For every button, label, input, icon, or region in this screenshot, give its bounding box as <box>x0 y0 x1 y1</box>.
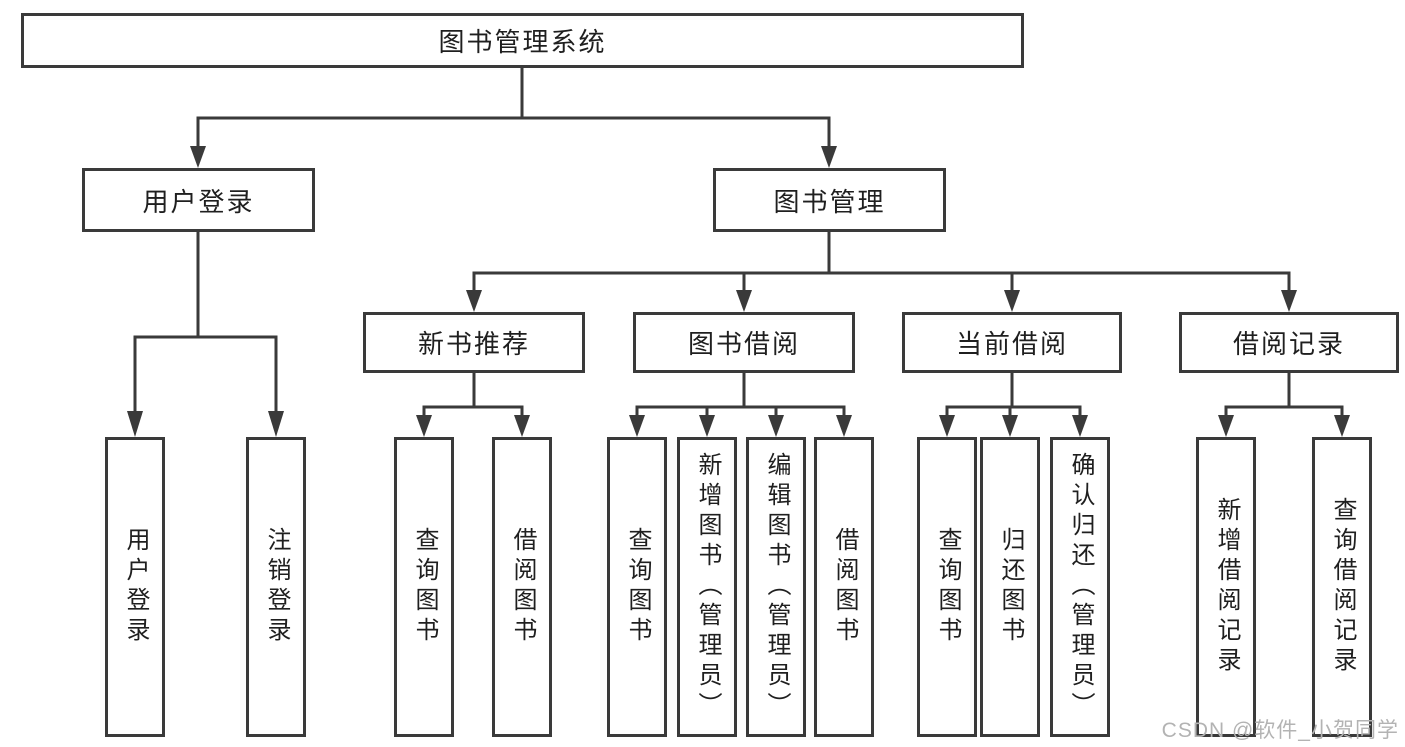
leaf-cb-return-books: 归还图书 <box>980 437 1040 737</box>
arrow-icon <box>416 415 432 437</box>
leaf-cb-query-books: 查询图书 <box>917 437 977 737</box>
arrow-icon <box>1072 415 1088 437</box>
arrow-icon <box>939 415 955 437</box>
leaf-br-add-record: 新增借阅记录 <box>1196 437 1256 737</box>
leaf-logout-login: 注销登录 <box>246 437 306 737</box>
arrow-icon <box>1002 415 1018 437</box>
arrow-icon <box>466 290 482 312</box>
watermark: CSDN @软件_小贺同学 <box>1161 719 1399 742</box>
leaf-bb-query-books: 查询图书 <box>607 437 667 737</box>
arrow-icon <box>699 415 715 437</box>
arrow-icon <box>736 290 752 312</box>
leaf-bb-add-books-admin: 新增图书（管理员） <box>677 437 737 737</box>
leaf-user-login: 用户登录 <box>105 437 165 737</box>
leaf-cb-confirm-return-admin: 确认归还（管理员） <box>1050 437 1110 737</box>
arrow-icon <box>514 415 530 437</box>
node-borrowing-records: 借阅记录 <box>1179 312 1399 373</box>
node-user-login: 用户登录 <box>82 168 315 232</box>
leaf-bb-edit-books-admin: 编辑图书（管理员） <box>746 437 806 737</box>
leaf-nb-borrow-books: 借阅图书 <box>492 437 552 737</box>
arrow-icon <box>268 411 284 437</box>
arrow-icon <box>1334 415 1350 437</box>
connector-bookborrow-to-leaves <box>635 373 846 419</box>
arrow-icon <box>629 415 645 437</box>
node-current-borrowing: 当前借阅 <box>902 312 1122 373</box>
leaf-nb-query-books: 查询图书 <box>394 437 454 737</box>
arrow-icon <box>821 146 837 168</box>
node-new-book-recommend: 新书推荐 <box>363 312 585 373</box>
node-root: 图书管理系统 <box>21 13 1024 68</box>
arrow-icon <box>1004 290 1020 312</box>
node-book-management: 图书管理 <box>713 168 946 232</box>
connector-borrowrecord-to-leaves <box>1224 373 1344 419</box>
leaf-br-query-record: 查询借阅记录 <box>1312 437 1372 737</box>
arrow-icon <box>1281 290 1297 312</box>
connector-currentborrow-to-leaves <box>945 373 1082 419</box>
leaf-bb-borrow-books: 借阅图书 <box>814 437 874 737</box>
arrow-icon <box>127 411 143 437</box>
arrow-icon <box>1218 415 1234 437</box>
node-book-borrowing: 图书借阅 <box>633 312 855 373</box>
connector-bookmgmt-to-level3 <box>472 232 1291 294</box>
connector-userlogin-to-leaves <box>133 232 278 415</box>
connector-newbook-to-leaves <box>422 373 524 419</box>
arrow-icon <box>768 415 784 437</box>
arrow-icon <box>190 146 206 168</box>
connector-root-to-level2 <box>196 68 831 150</box>
arrow-icon <box>836 415 852 437</box>
